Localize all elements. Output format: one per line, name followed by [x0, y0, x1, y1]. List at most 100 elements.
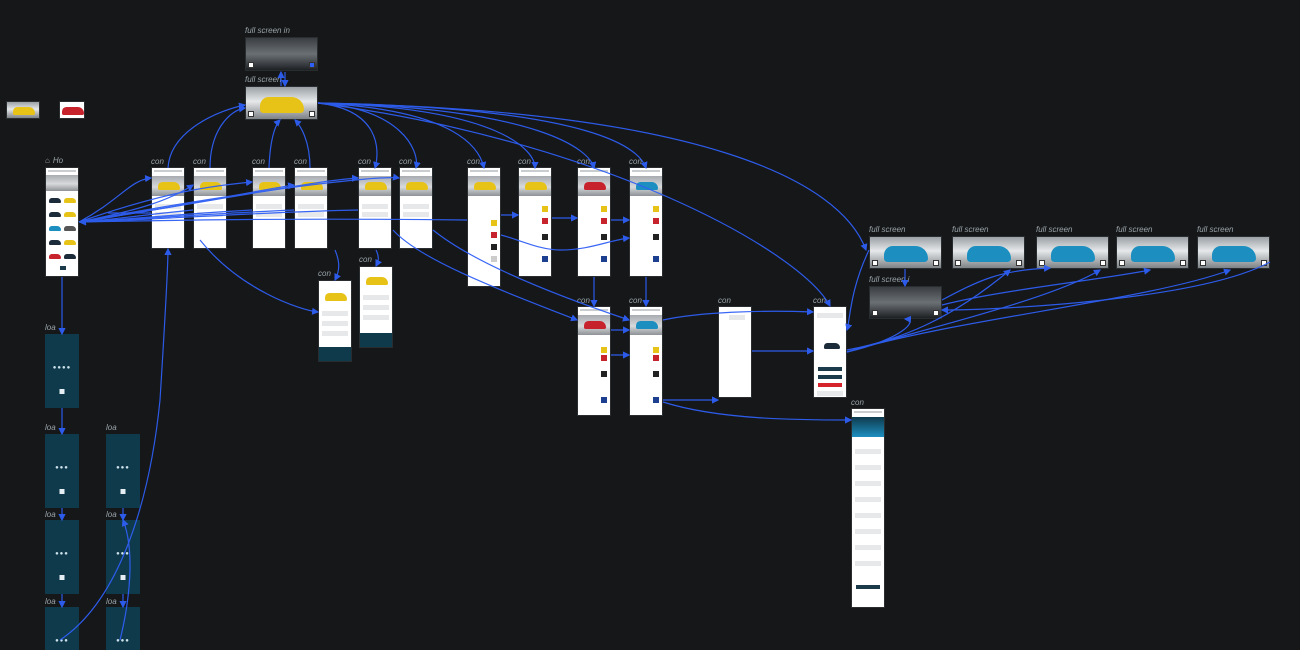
color-swatch[interactable]	[491, 232, 497, 238]
close-icon[interactable]	[1119, 260, 1125, 266]
frame-con-colors-6[interactable]	[629, 306, 663, 416]
close-icon[interactable]	[1039, 260, 1045, 266]
action-button[interactable]	[818, 375, 842, 379]
frame-con-colors-4[interactable]	[629, 167, 663, 277]
color-swatch[interactable]	[601, 371, 607, 377]
frame-con-colors-1[interactable]	[467, 167, 501, 287]
color-swatch[interactable]	[491, 256, 497, 262]
color-swatch[interactable]	[601, 347, 607, 353]
frame-con-1[interactable]	[151, 167, 185, 249]
color-swatch[interactable]	[542, 218, 548, 224]
frame-con-colors-5[interactable]	[577, 306, 611, 416]
loading-button[interactable]	[120, 489, 126, 494]
frame-con-summary[interactable]	[813, 306, 847, 398]
action-button[interactable]	[818, 383, 842, 387]
frame-con-5[interactable]	[358, 167, 392, 249]
frame-con-4[interactable]	[294, 167, 328, 249]
list-item[interactable]	[855, 513, 881, 518]
close-icon[interactable]	[248, 62, 254, 68]
frame-home[interactable]	[45, 167, 79, 277]
loading-button[interactable]	[59, 389, 65, 394]
frame-con-2[interactable]	[193, 167, 227, 249]
list-item[interactable]	[855, 497, 881, 502]
close-icon[interactable]	[1200, 260, 1206, 266]
close-icon[interactable]	[872, 310, 878, 316]
color-swatch[interactable]	[653, 234, 659, 240]
frame-full-screen-blue-3[interactable]	[1036, 236, 1109, 269]
color-swatch[interactable]	[542, 256, 548, 262]
car-thumb[interactable]	[64, 226, 76, 231]
frame-con-blank[interactable]	[718, 306, 752, 398]
frame-full-screen-blue-4[interactable]	[1116, 236, 1189, 269]
frame-full-screen-interior[interactable]	[245, 37, 318, 71]
list-item[interactable]	[855, 561, 881, 566]
color-swatch[interactable]	[601, 234, 607, 240]
car-thumb[interactable]	[64, 254, 76, 259]
frame-loading-3[interactable]: ●●●	[106, 434, 140, 508]
loading-button[interactable]	[59, 489, 65, 494]
loading-button[interactable]	[120, 575, 126, 580]
frame-full-screen-blue-2[interactable]	[952, 236, 1025, 269]
color-swatch[interactable]	[601, 206, 607, 212]
color-swatch[interactable]	[542, 206, 548, 212]
toggle-icon[interactable]	[933, 310, 939, 316]
color-swatch[interactable]	[653, 206, 659, 212]
close-icon[interactable]	[248, 111, 254, 117]
interior-icon[interactable]	[933, 260, 939, 266]
list-item[interactable]	[855, 481, 881, 486]
frame-con-colors-3[interactable]	[577, 167, 611, 277]
frame-con-detail-1[interactable]	[318, 280, 352, 362]
frame-full-screen-blue-5[interactable]	[1197, 236, 1270, 269]
frame-loading-6[interactable]: ●●●	[45, 607, 79, 650]
car-thumb[interactable]	[64, 212, 76, 217]
color-swatch[interactable]	[491, 220, 497, 226]
list-item[interactable]	[855, 465, 881, 470]
close-icon[interactable]	[955, 260, 961, 266]
frame-full-screen-blue-1[interactable]	[869, 236, 942, 269]
color-swatch[interactable]	[601, 355, 607, 361]
color-swatch[interactable]	[601, 256, 607, 262]
frame-con-6[interactable]	[399, 167, 433, 249]
frame-loading-1[interactable]: ●●●●	[45, 334, 79, 408]
frame-loading-5[interactable]: ●●●	[106, 520, 140, 594]
car-thumb[interactable]	[49, 226, 61, 231]
color-swatch[interactable]	[601, 397, 607, 403]
frame-con-detail-2[interactable]	[359, 266, 393, 348]
list-item[interactable]	[855, 449, 881, 454]
color-swatch[interactable]	[653, 397, 659, 403]
frame-loading-7[interactable]: ●●●	[106, 607, 140, 650]
car-thumb[interactable]	[49, 212, 61, 217]
color-swatch[interactable]	[653, 347, 659, 353]
list-item[interactable]	[855, 529, 881, 534]
car-thumb[interactable]	[64, 198, 76, 203]
interior-icon[interactable]	[1016, 260, 1022, 266]
list-bottom-button[interactable]	[856, 585, 880, 589]
car-thumb[interactable]	[49, 240, 61, 245]
interior-icon[interactable]	[1261, 260, 1267, 266]
car-thumb[interactable]	[49, 254, 61, 259]
car-thumb[interactable]	[64, 240, 76, 245]
color-swatch[interactable]	[653, 355, 659, 361]
home-bottom-button[interactable]	[60, 266, 66, 270]
thumbnail-red-car[interactable]	[59, 101, 85, 119]
color-swatch[interactable]	[653, 256, 659, 262]
color-swatch[interactable]	[542, 234, 548, 240]
frame-loading-2[interactable]: ●●●	[45, 434, 79, 508]
frame-full-screen-interior-blue[interactable]	[869, 286, 942, 319]
close-icon[interactable]	[872, 260, 878, 266]
frame-con-3[interactable]	[252, 167, 286, 249]
frame-con-list[interactable]	[851, 408, 885, 608]
frame-full-screen-yellow[interactable]	[245, 86, 318, 120]
interior-icon[interactable]	[1100, 260, 1106, 266]
loading-button[interactable]	[59, 575, 65, 580]
thumbnail-yellow-car[interactable]	[6, 101, 40, 119]
list-item[interactable]	[855, 545, 881, 550]
frame-loading-4[interactable]: ●●●	[45, 520, 79, 594]
color-swatch[interactable]	[653, 371, 659, 377]
interior-icon[interactable]	[1180, 260, 1186, 266]
action-button[interactable]	[818, 367, 842, 371]
car-thumb[interactable]	[49, 198, 61, 203]
color-swatch[interactable]	[491, 244, 497, 250]
color-swatch[interactable]	[601, 218, 607, 224]
